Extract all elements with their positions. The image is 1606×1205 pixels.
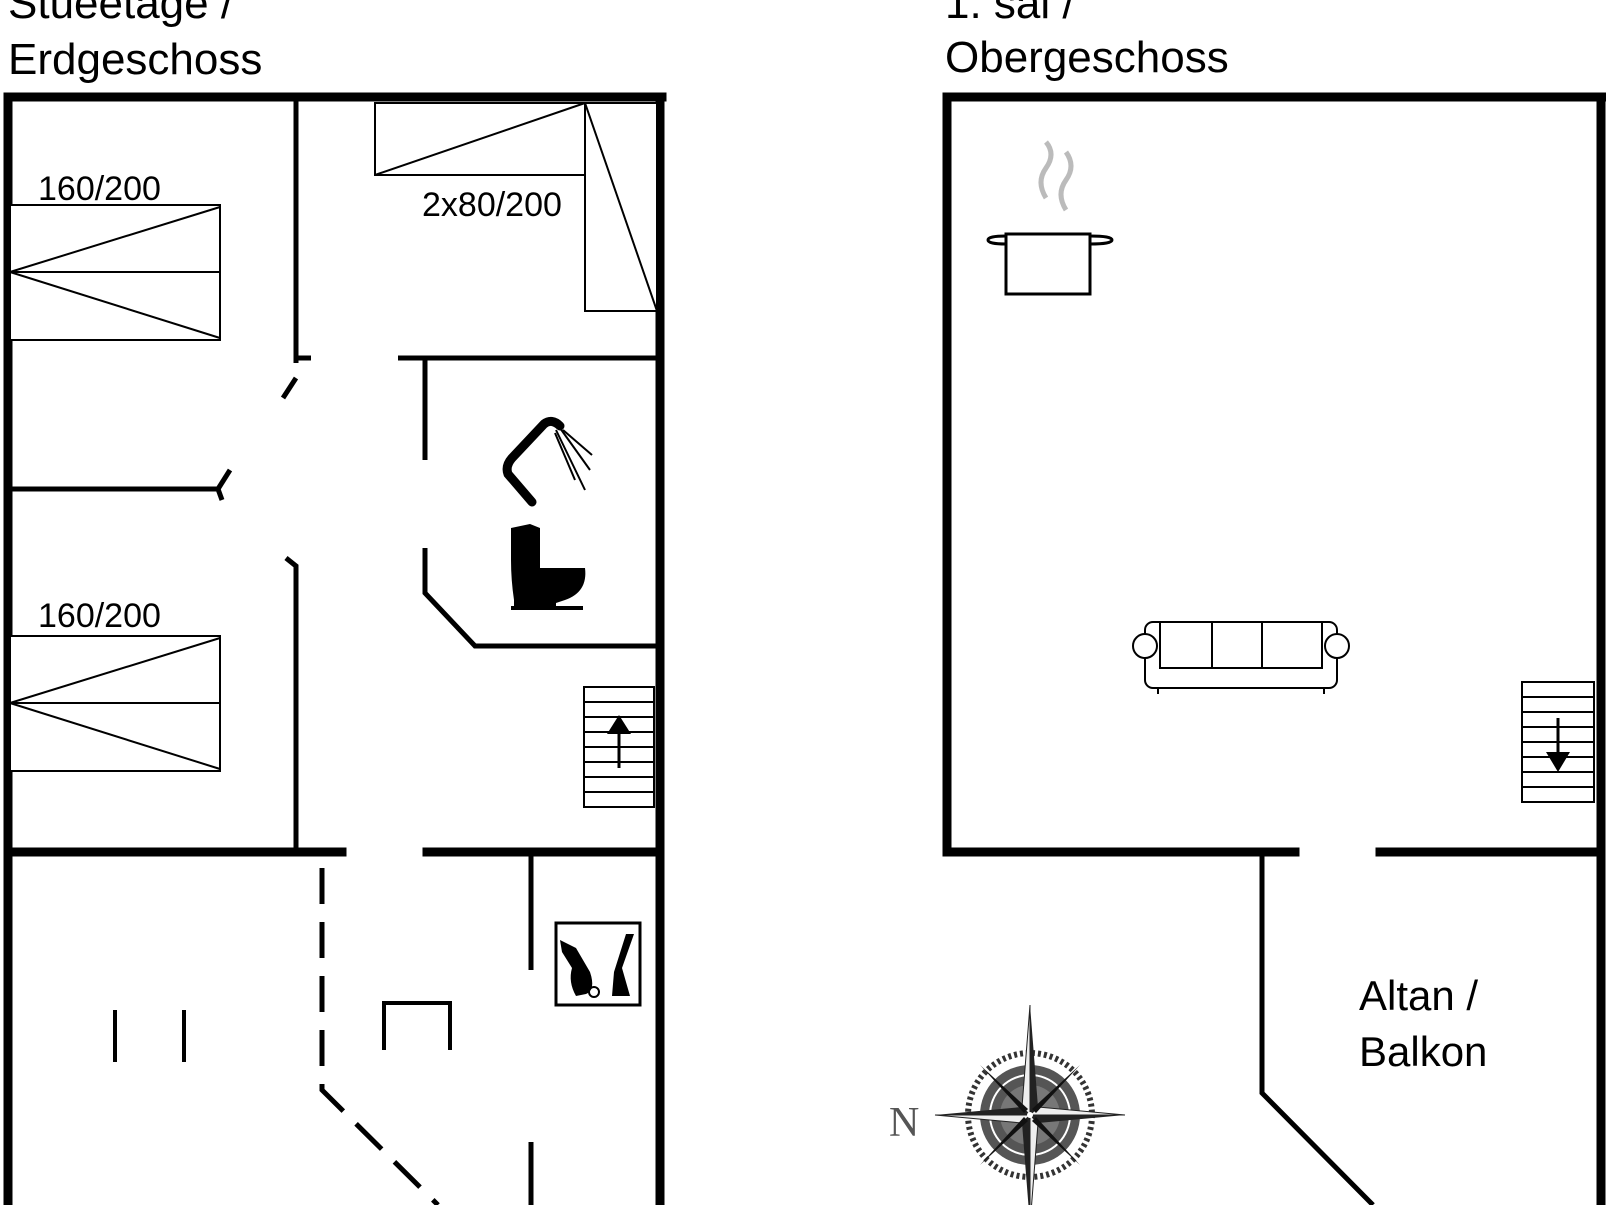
upper-floor: 1. sal / Obergeschoss xyxy=(942,0,1606,1205)
ground-floor-interior-walls xyxy=(10,100,658,1205)
stairs-down-icon xyxy=(1521,681,1595,803)
compass-north-label: N xyxy=(889,1100,919,1146)
ground-floor: Stueetage / Erdgeschoss xyxy=(3,0,667,1205)
balcony-label-line2: Balkon xyxy=(1359,1028,1487,1075)
bed-top-label: 160/200 xyxy=(38,170,161,208)
bed-bottom-label: 160/200 xyxy=(38,597,161,635)
terrace-furniture-icon xyxy=(113,1001,452,1062)
twin-bed-label: 2x80/200 xyxy=(422,186,562,224)
upper-floor-outer-walls xyxy=(942,92,1606,1205)
stairs-up-icon xyxy=(583,686,655,808)
shower-icon xyxy=(502,416,593,507)
ground-floor-outer-walls xyxy=(3,92,667,1205)
toilet-icon xyxy=(511,524,586,610)
ground-floor-title-line1: Stueetage / xyxy=(8,0,234,28)
compass-rose-icon xyxy=(934,1004,1126,1205)
balcony-walls xyxy=(1259,856,1375,1205)
double-bed-icon xyxy=(9,635,221,772)
twin-bed-icon xyxy=(374,102,658,312)
sofa-icon xyxy=(1132,621,1350,694)
balcony-label-line1: Altan / xyxy=(1359,972,1478,1019)
ground-floor-title-line2: Erdgeschoss xyxy=(8,35,262,84)
double-bed-icon xyxy=(9,204,221,341)
upper-floor-title-line1: 1. sal / xyxy=(945,0,1075,28)
kitchen-pot-icon xyxy=(986,140,1114,296)
upper-floor-title-line2: Obergeschoss xyxy=(945,33,1229,82)
washing-machine-icon xyxy=(554,921,642,1007)
